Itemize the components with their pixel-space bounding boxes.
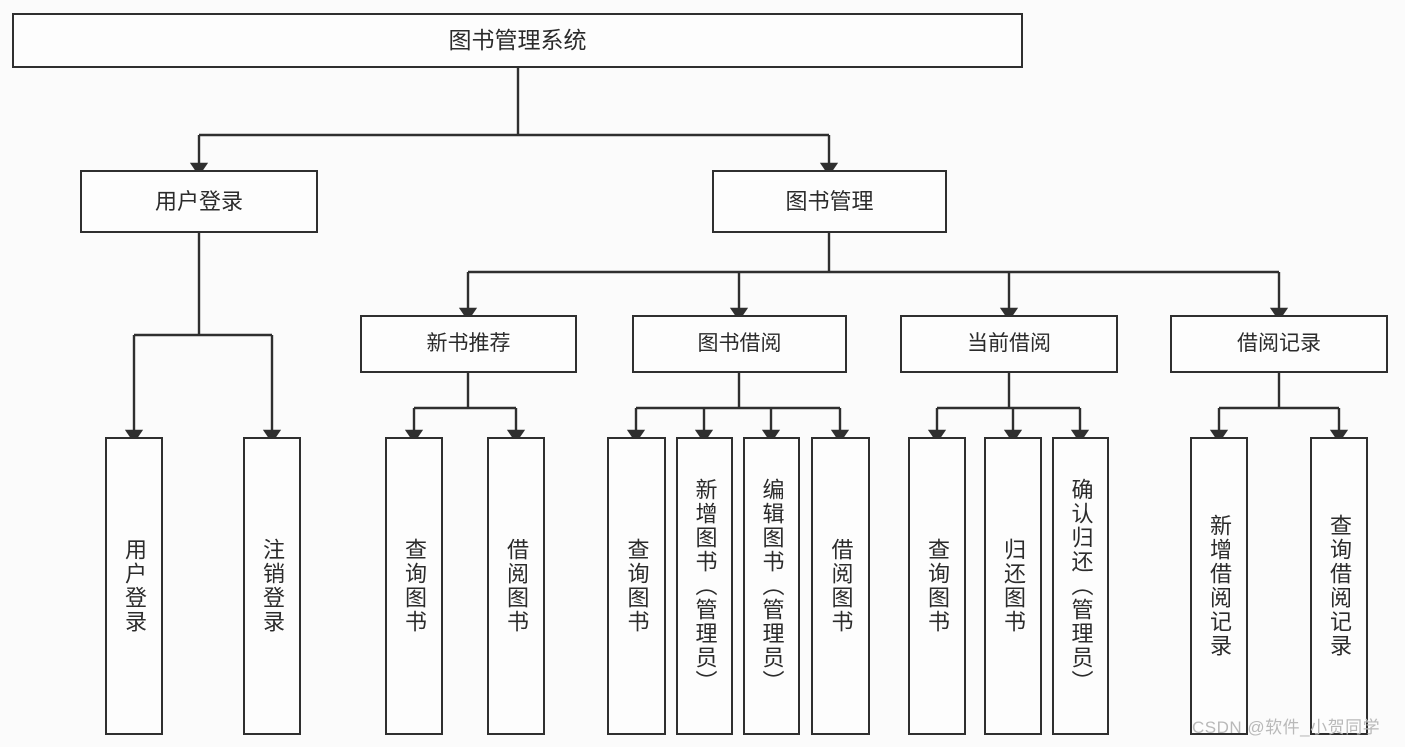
leaf-node-4[interactable]: 查询图书 xyxy=(607,437,666,735)
connector-paths xyxy=(124,68,1349,444)
leaf-node-7[interactable]: 借阅图书 xyxy=(811,437,870,735)
level1-node-1[interactable]: 图书管理 xyxy=(712,170,947,233)
leaf-node-0[interactable]: 用户登录 xyxy=(105,437,163,735)
node-label: 新增借阅记录 xyxy=(1207,514,1232,658)
level1-node-0[interactable]: 用户登录 xyxy=(80,170,318,233)
level2-node-3[interactable]: 借阅记录 xyxy=(1170,315,1388,373)
leaf-node-11[interactable]: 新增借阅记录 xyxy=(1190,437,1248,735)
node-label: 归还图书 xyxy=(1001,538,1026,634)
leaf-node-5[interactable]: 新增图书（管理员） xyxy=(676,437,733,735)
node-label: 新书推荐 xyxy=(426,331,511,355)
node-label: 查询图书 xyxy=(925,538,950,634)
node-label: 注销登录 xyxy=(260,538,285,634)
node-label: 查询借阅记录 xyxy=(1327,514,1352,658)
leaf-node-10[interactable]: 确认归还（管理员） xyxy=(1052,437,1109,735)
leaf-node-9[interactable]: 归还图书 xyxy=(984,437,1042,735)
leaf-node-1[interactable]: 注销登录 xyxy=(243,437,301,735)
node-label: 查询图书 xyxy=(624,538,650,634)
level2-node-1[interactable]: 图书借阅 xyxy=(632,315,847,373)
node-label: 新增图书（管理员） xyxy=(692,478,718,694)
node-label: 借阅图书 xyxy=(504,538,529,634)
node-label: 确认归还（管理员） xyxy=(1068,478,1094,694)
leaf-node-3[interactable]: 借阅图书 xyxy=(487,437,545,735)
node-label: 图书管理系统 xyxy=(448,26,587,53)
leaf-node-8[interactable]: 查询图书 xyxy=(908,437,966,735)
level2-node-0[interactable]: 新书推荐 xyxy=(360,315,577,373)
root-node[interactable]: 图书管理系统 xyxy=(12,13,1023,68)
node-label: 用户登录 xyxy=(154,188,243,214)
node-label: 图书管理 xyxy=(785,188,874,214)
node-label: 编辑图书（管理员） xyxy=(759,478,785,694)
node-label: 当前借阅 xyxy=(967,331,1051,355)
leaf-node-12[interactable]: 查询借阅记录 xyxy=(1310,437,1368,735)
node-label: 用户登录 xyxy=(122,538,147,634)
node-label: 借阅记录 xyxy=(1237,331,1321,355)
leaf-node-2[interactable]: 查询图书 xyxy=(385,437,443,735)
level2-node-2[interactable]: 当前借阅 xyxy=(900,315,1118,373)
node-label: 借阅图书 xyxy=(828,538,854,634)
node-label: 图书借阅 xyxy=(697,331,782,355)
leaf-node-6[interactable]: 编辑图书（管理员） xyxy=(743,437,800,735)
node-label: 查询图书 xyxy=(402,538,427,634)
